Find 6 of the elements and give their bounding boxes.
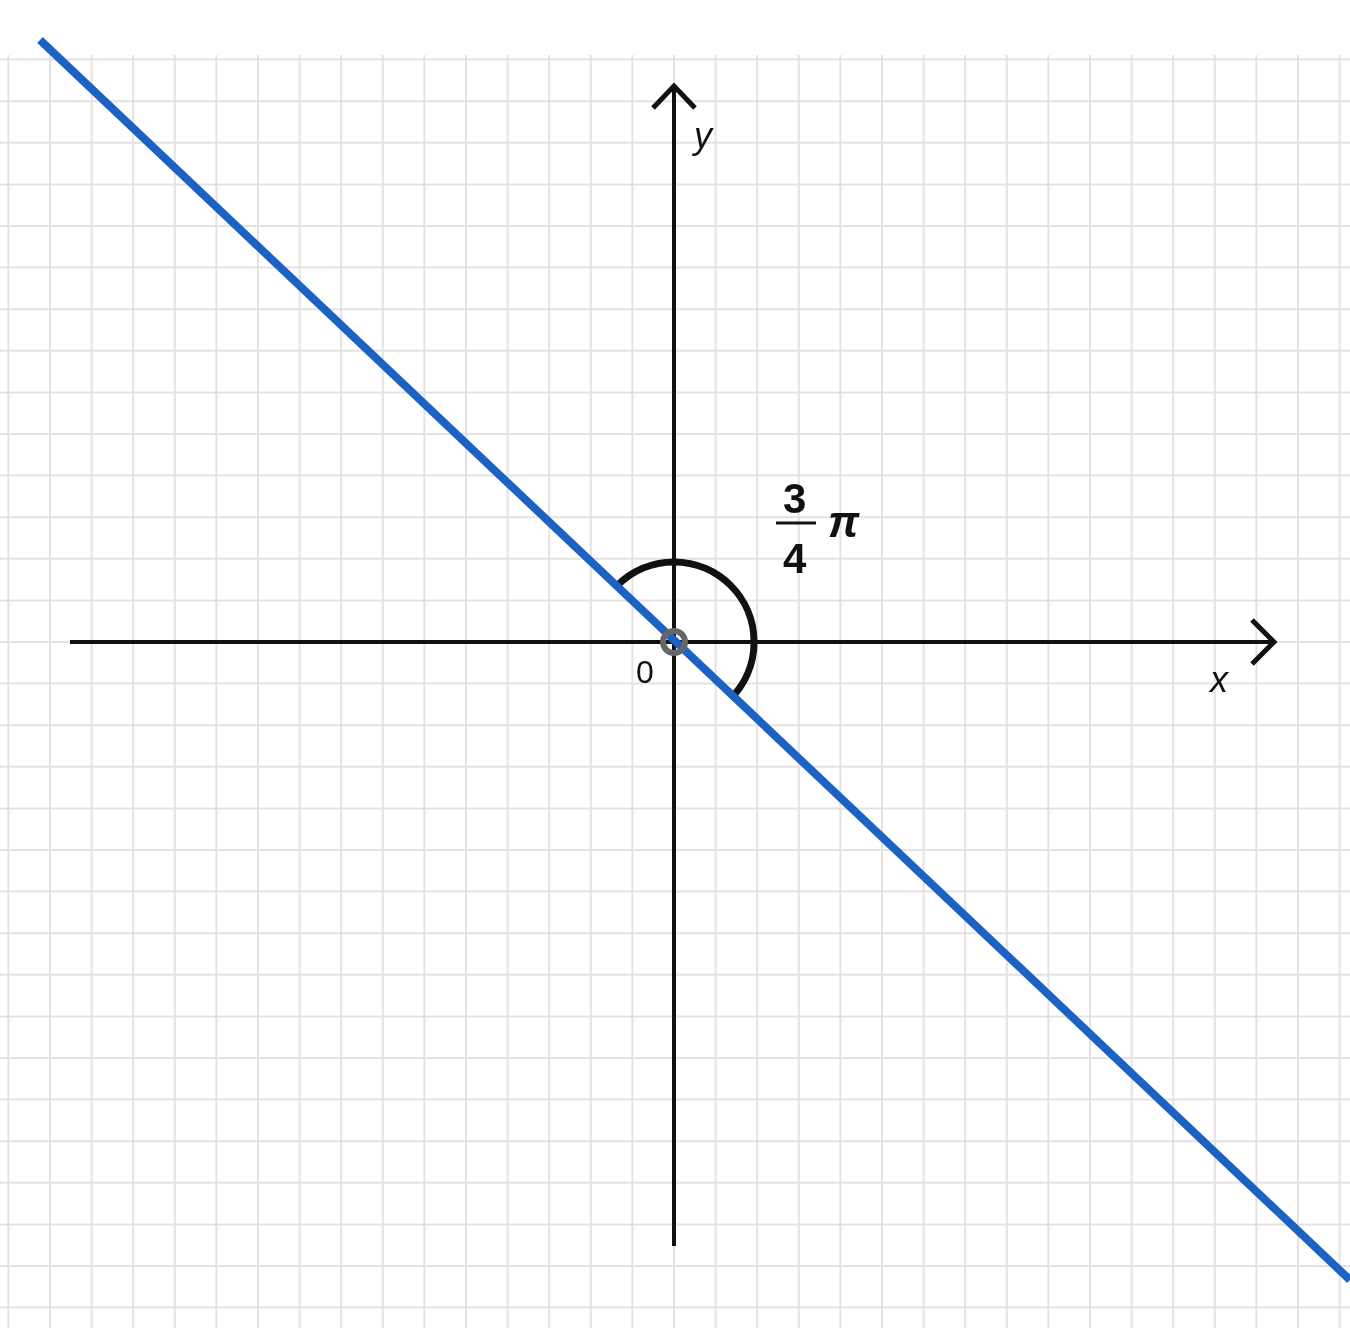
axis-label: y [694, 118, 712, 154]
numerator: 3 [783, 478, 807, 520]
pi-symbol: π [828, 500, 860, 544]
axis-label: x [1210, 662, 1228, 698]
origin-label: 0 [636, 656, 654, 688]
denominator: 4 [783, 538, 807, 580]
